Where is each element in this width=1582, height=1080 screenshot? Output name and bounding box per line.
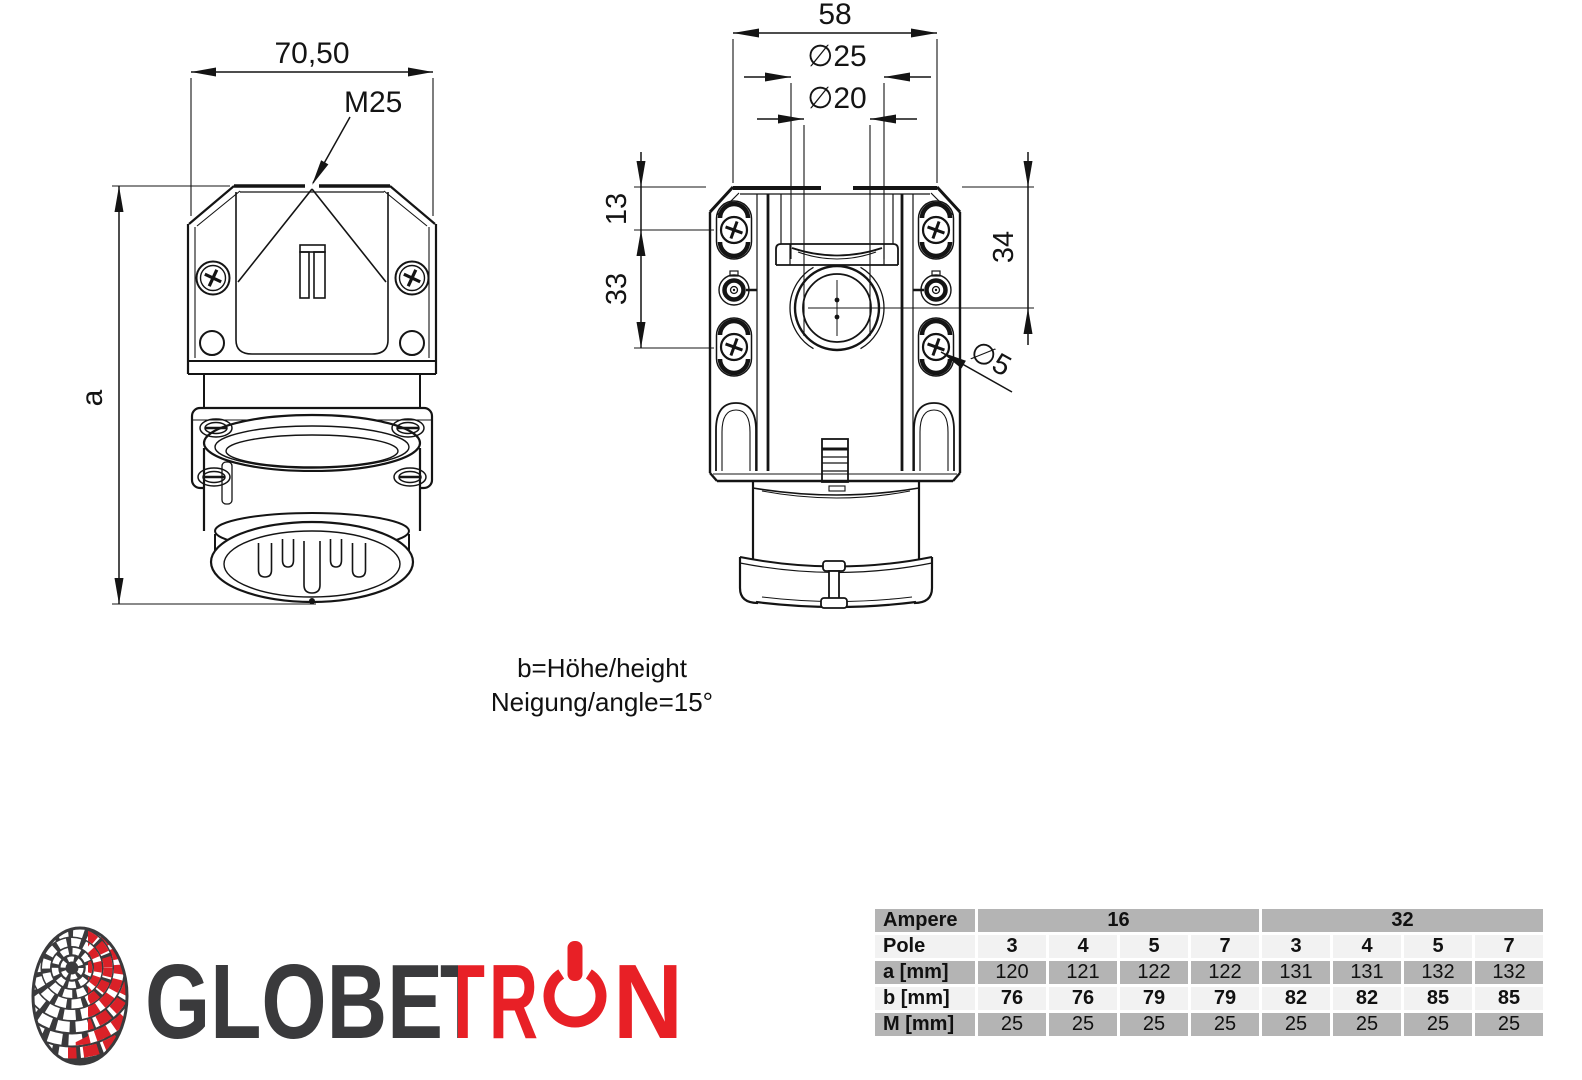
table-row-a: a [mm] 120 121 122 122 131 131 132 132	[875, 961, 1543, 984]
rear-plug-body	[738, 481, 934, 609]
table-row-b: b [mm] 76 76 79 79 82 82 85 85	[875, 987, 1543, 1010]
gland-dia-dimension	[744, 72, 931, 259]
front-socket	[202, 413, 422, 604]
top-offset-label: 13	[601, 193, 633, 225]
technical-views: 70,50 M25 a 58 ∅25 ∅20 13 33 34 ∅5	[76, 0, 1034, 609]
flange-screws	[197, 418, 427, 487]
gland-saddle	[775, 194, 899, 266]
power-button-icon	[543, 941, 607, 1028]
logo-text-globe: GLOBE	[145, 943, 443, 1061]
logo-wordmark: GLOBE T R N	[145, 941, 683, 1061]
rear-width-dimension	[732, 28, 938, 183]
gland-dia-label: ∅25	[807, 40, 867, 73]
front-width-dimension	[190, 67, 434, 216]
logo-text-r: R	[489, 943, 538, 1061]
drawing-notes: b=Höhe/height Neigung/angle=15°	[412, 651, 792, 719]
center-offset-dimension	[962, 152, 1034, 345]
entry-dia-dimension	[757, 114, 917, 336]
rear-corner-screws	[715, 200, 955, 377]
spec-table: Ampere 16 32 Pole 3 4 5 7 3 4 5 7 a [mm]…	[872, 906, 1546, 1039]
rear-view-drawing	[634, 28, 1034, 609]
screw-spacing-label: 33	[601, 273, 633, 305]
thread-callout	[312, 116, 351, 185]
note-angle: Neigung/angle=15°	[490, 687, 714, 717]
left-offset-dimensions	[634, 152, 714, 349]
note-height: b=Höhe/height	[517, 653, 687, 683]
thread-label: M25	[344, 86, 402, 119]
latch-clip	[821, 438, 849, 483]
cable-entry	[789, 264, 1034, 352]
front-screw-left	[195, 260, 231, 296]
center-offset-label: 34	[988, 231, 1020, 263]
rear-mid-screws	[718, 270, 952, 306]
rear-width-label: 58	[818, 0, 851, 31]
amp-group-32: 32	[1262, 909, 1543, 932]
amp-group-16: 16	[978, 909, 1259, 932]
table-row-pole: Pole 3 4 5 7 3 4 5 7	[875, 935, 1543, 958]
front-width-label: 70,50	[274, 37, 349, 70]
entry-dia-label: ∅20	[807, 82, 867, 115]
table-corner-label: Ampere	[875, 909, 975, 932]
front-height-dimension	[112, 185, 316, 605]
globetron-logo: GLOBE T R N	[31, 926, 683, 1066]
mount-hole-label: ∅5	[965, 335, 1017, 383]
globe-icon	[31, 926, 129, 1066]
table-row-ampere: Ampere 16 32	[875, 909, 1543, 932]
front-view-drawing	[112, 67, 438, 605]
front-pins	[257, 539, 367, 594]
logo-text-n: N	[613, 943, 683, 1061]
clamp-symbol	[299, 244, 326, 299]
logo-text-t: T	[440, 943, 485, 1061]
mount-hole-callout	[940, 351, 1013, 393]
front-screw-right	[394, 260, 430, 296]
front-height-label: a	[76, 389, 109, 406]
table-row-m: M [mm] 25 25 25 25 25 25 25 25	[875, 1013, 1543, 1036]
